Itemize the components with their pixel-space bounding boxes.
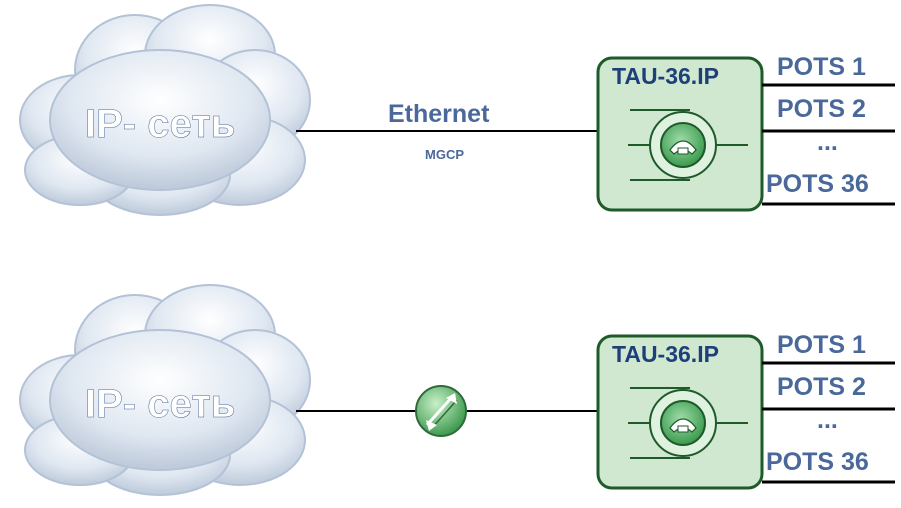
top-diagram: IP- сеть Ethernet MGCP TAU-36.IP [19,4,895,216]
cloud-icon [19,284,311,496]
phone-icon [649,389,717,457]
pots-lines [762,83,895,206]
pots-36-label: POTS 36 [766,170,869,198]
pots-1-label: POTS 1 [777,53,866,81]
device-label: TAU-36.IP [612,341,719,367]
cloud-label: IP- сеть [85,382,235,426]
cloud-label: IP- сеть [85,102,235,146]
device-label: TAU-36.IP [612,63,719,89]
pots-2-label: POTS 2 [777,373,866,401]
router-icon [415,385,467,437]
pots-ellipsis-label: ... [817,128,838,156]
device-box: TAU-36.IP [596,334,764,490]
link-label: Ethernet [388,100,490,128]
pots-1-label: POTS 1 [777,331,866,359]
pots-lines [762,361,895,484]
pots-2-label: POTS 2 [777,95,866,123]
protocol-label: MGCP [425,147,464,162]
bottom-diagram: IP- сеть TAU-36.IP [19,284,895,496]
phone-icon [649,111,717,179]
pots-36-label: POTS 36 [766,448,869,476]
pots-ellipsis-label: ... [817,406,838,434]
device-box: TAU-36.IP [596,56,764,212]
cloud-icon [19,4,311,216]
